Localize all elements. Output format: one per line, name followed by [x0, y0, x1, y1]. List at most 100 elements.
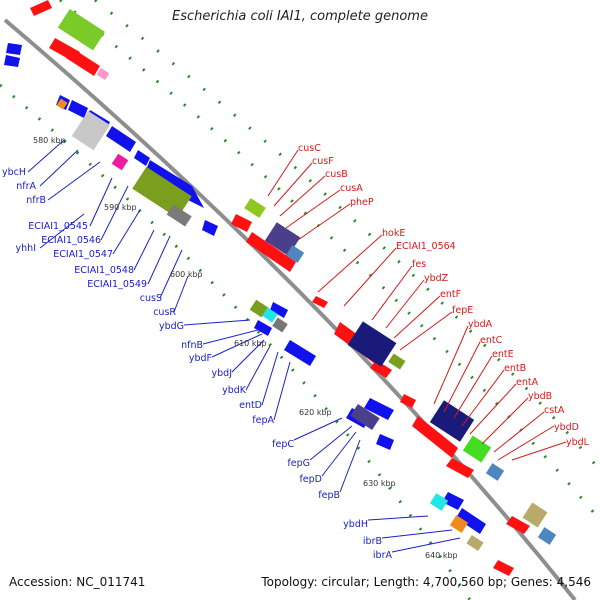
gene-label: nfrB: [26, 195, 46, 206]
gene-label: entF: [440, 289, 461, 300]
scale-label: 620 kbp: [299, 408, 332, 417]
gene-arrow[interactable]: [270, 302, 288, 318]
gene-arrow[interactable]: [134, 150, 150, 166]
gene-arrow[interactable]: [456, 508, 486, 534]
gene-block[interactable]: [57, 9, 105, 51]
gene-label: cusS: [140, 293, 162, 304]
gene-block[interactable]: [449, 515, 469, 533]
gene-label: ECIAI1_0545: [28, 221, 88, 232]
gene-arrow[interactable]: [66, 48, 100, 76]
gene-label: ybdK: [222, 385, 247, 396]
gene-block[interactable]: [71, 110, 110, 151]
gene-arrow[interactable]: [400, 394, 416, 408]
gene-block[interactable]: [350, 404, 380, 430]
gene-arrow[interactable]: [364, 398, 394, 420]
gene-label: ybcH: [2, 167, 26, 178]
scale-label: 600 kbp: [170, 270, 203, 279]
gene-arrow[interactable]: [106, 126, 136, 152]
gene-arrow[interactable]: [446, 458, 474, 478]
gene-block[interactable]: [537, 527, 557, 545]
gene-block[interactable]: [272, 317, 288, 333]
gene-block[interactable]: [388, 353, 406, 370]
gene-block[interactable]: [244, 198, 266, 218]
blue-gene-labels: ybcH nfrA nfrB ECIAI1_0545 yhhI ECIAI1_0546EC…: [2, 167, 393, 561]
scale-label: 640 kbp: [425, 551, 458, 560]
tick-ring-outer: [59, 0, 600, 521]
gene-block[interactable]: [111, 153, 129, 171]
gene-label: fepB: [318, 490, 340, 501]
gene-block[interactable]: [166, 204, 192, 227]
gene-label: hokE: [382, 228, 405, 239]
gene-arrow[interactable]: [202, 220, 218, 236]
gene-arrow[interactable]: [442, 492, 464, 510]
gene-block[interactable]: [56, 98, 68, 110]
gene-label: cstA: [544, 405, 565, 416]
gene-arrow[interactable]: [370, 360, 392, 378]
gene-arrow[interactable]: [493, 560, 514, 576]
gene-label: nfnB: [181, 340, 203, 351]
scale-label: 610 kbp: [234, 339, 267, 348]
gene-label: ECIAI1_0548: [74, 265, 134, 276]
gene-arrow[interactable]: [30, 0, 52, 16]
gene-block[interactable]: [96, 67, 110, 81]
gene-label: ybdL: [566, 437, 590, 448]
gene-label: fepC: [272, 439, 294, 450]
gene-arrow[interactable]: [312, 296, 328, 308]
gene-arrow[interactable]: [246, 232, 296, 272]
gene-label: ECIAI1_0546: [41, 235, 101, 246]
gene-features-other: [56, 9, 557, 552]
gene-arrow[interactable]: [68, 100, 88, 118]
leader-lines-red: [267, 149, 567, 461]
gene-label: fepD: [299, 474, 322, 485]
gene-block[interactable]: [522, 502, 548, 528]
gene-block[interactable]: [429, 400, 475, 442]
scale-label: 630 kbp: [363, 479, 396, 488]
gene-block[interactable]: [249, 299, 268, 318]
gene-label: cusC: [298, 143, 321, 154]
accession-text: Accession: NC_011741: [9, 575, 146, 589]
gene-label: entD: [239, 400, 262, 411]
gene-label: nfrA: [16, 181, 36, 192]
gene-label: cusF: [312, 156, 334, 167]
gene-label: yhhI: [16, 243, 36, 254]
gene-arrow[interactable]: [284, 340, 316, 366]
gene-label: fepA: [252, 415, 274, 426]
gene-label: pheP: [350, 197, 374, 208]
gene-features-reverse: [4, 43, 486, 534]
gene-label: cusA: [340, 183, 363, 194]
gene-label: cusB: [325, 169, 348, 180]
gene-block[interactable]: [347, 321, 397, 367]
gene-block[interactable]: [485, 463, 505, 481]
gene-arrow[interactable]: [4, 55, 20, 67]
gene-label: entB: [504, 363, 526, 374]
gene-block[interactable]: [462, 435, 492, 463]
gene-block[interactable]: [429, 493, 449, 511]
gene-label: ybdG: [159, 321, 184, 332]
gene-label: ibrB: [363, 536, 382, 547]
gene-label: ECIAI1_0547: [53, 249, 113, 260]
gene-label: entA: [516, 377, 539, 388]
gene-label: ybdA: [468, 319, 493, 330]
gene-label: cusR: [153, 307, 176, 318]
gene-arrow[interactable]: [6, 43, 22, 55]
leader-lines-blue: [27, 139, 461, 553]
gene-arrow[interactable]: [231, 214, 252, 232]
gene-label: ECIAI1_0549: [87, 279, 147, 290]
gene-arrow[interactable]: [254, 320, 272, 336]
gene-block[interactable]: [285, 245, 305, 263]
gene-label: ybdB: [528, 391, 552, 402]
gene-arrow[interactable]: [376, 434, 394, 450]
gene-label: entC: [480, 335, 503, 346]
gene-block[interactable]: [132, 166, 192, 219]
gene-label: ybdZ: [424, 273, 449, 284]
scale-label: 590 kbp: [104, 203, 137, 212]
gene-label: fes: [412, 259, 426, 270]
gene-block[interactable]: [466, 534, 484, 552]
gene-arrow[interactable]: [412, 416, 458, 458]
gene-arrow[interactable]: [506, 516, 530, 534]
gene-block[interactable]: [262, 307, 278, 323]
gene-label: ECIAI1_0564: [396, 241, 456, 252]
